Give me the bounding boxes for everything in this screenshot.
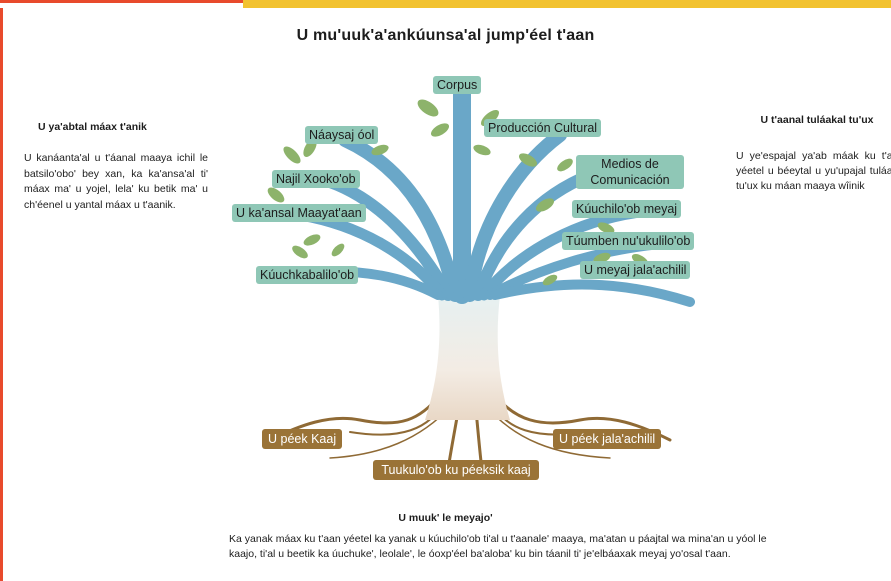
trunk bbox=[425, 295, 510, 420]
branch-najil bbox=[324, 176, 454, 301]
right-panel-text: U ye'espajal ya'ab máak ku t'anik yéetel… bbox=[736, 150, 891, 192]
branch-label-u-ka-ansal-maayat-aan: U ka'ansal Maayat'aan bbox=[232, 204, 366, 222]
branch-label-najil-xooko-ob: Najil Xooko'ob bbox=[272, 170, 360, 188]
bottom-panel-text: Ka yanak máax ku t'aan yéetel ka yanak u… bbox=[229, 533, 767, 560]
branch-label-kuuchilo-ob-meyaj: Kúuchilo'ob meyaj bbox=[572, 200, 682, 218]
root-label-u-peek-kaaj: U péek Kaaj bbox=[262, 429, 343, 449]
branch-label-kuuchkabalilo-ob: Kúuchkabalilo'ob bbox=[256, 266, 359, 284]
branch-produccion bbox=[463, 128, 567, 302]
leaf bbox=[518, 153, 538, 167]
branch-label-naaysaj-ool: Náaysaj óol bbox=[305, 126, 379, 144]
leaf bbox=[292, 245, 308, 259]
branch-label-produccion-cultural: Producción Cultural bbox=[484, 119, 602, 137]
leaf bbox=[557, 158, 573, 172]
branch-label-u-meyaj-jala-achilil: U meyaj jala'achilil bbox=[580, 261, 691, 279]
leaf bbox=[535, 198, 555, 212]
leaf bbox=[331, 243, 345, 257]
leaf bbox=[303, 234, 321, 246]
branch-meyaj bbox=[490, 279, 695, 307]
leaf bbox=[473, 144, 491, 156]
branch-naaysaj bbox=[338, 133, 462, 302]
leaf bbox=[371, 144, 389, 156]
leaf bbox=[542, 274, 558, 286]
top-accent-bar bbox=[243, 0, 891, 8]
branches bbox=[294, 83, 695, 307]
root-line bbox=[493, 393, 672, 442]
leaves bbox=[267, 99, 649, 286]
leaf bbox=[430, 123, 450, 137]
root-line bbox=[268, 393, 442, 442]
root-label-u-peek-jala-achilil: U péek jala'achilil bbox=[553, 429, 662, 449]
leaf bbox=[267, 187, 285, 203]
left-panel-text: U kanáanta'al u t'áanal maaya ichil le b… bbox=[24, 152, 208, 211]
branch-label-corpus: Corpus bbox=[433, 76, 482, 94]
diagram-title: U mu'uuk'a'ankúunsa'al jump'éel t'aan bbox=[296, 27, 595, 44]
right-panel-heading: U t'aanal tuláakal tu'ux bbox=[760, 114, 874, 126]
leaf bbox=[283, 146, 301, 164]
branch-medios bbox=[472, 169, 596, 301]
branch-label-medios-de-comunicacion: Medios de Comunicación bbox=[576, 155, 684, 189]
leaf bbox=[593, 252, 611, 264]
frame-left-line bbox=[0, 8, 3, 581]
bottom-panel-heading: U muuk' le meyajo' bbox=[398, 512, 493, 524]
root-label-tuukulo-ob: Tuukulo'ob ku péeksik kaaj bbox=[373, 460, 539, 480]
leaf bbox=[417, 99, 439, 117]
frame-top-line bbox=[0, 0, 243, 3]
leaf bbox=[597, 222, 615, 234]
branch-label-tuumben-nu-ukulilo-ob: Túumben nu'ukulilo'ob bbox=[562, 232, 695, 250]
left-panel-heading: U ya'abtal máax t'anik bbox=[38, 121, 147, 133]
